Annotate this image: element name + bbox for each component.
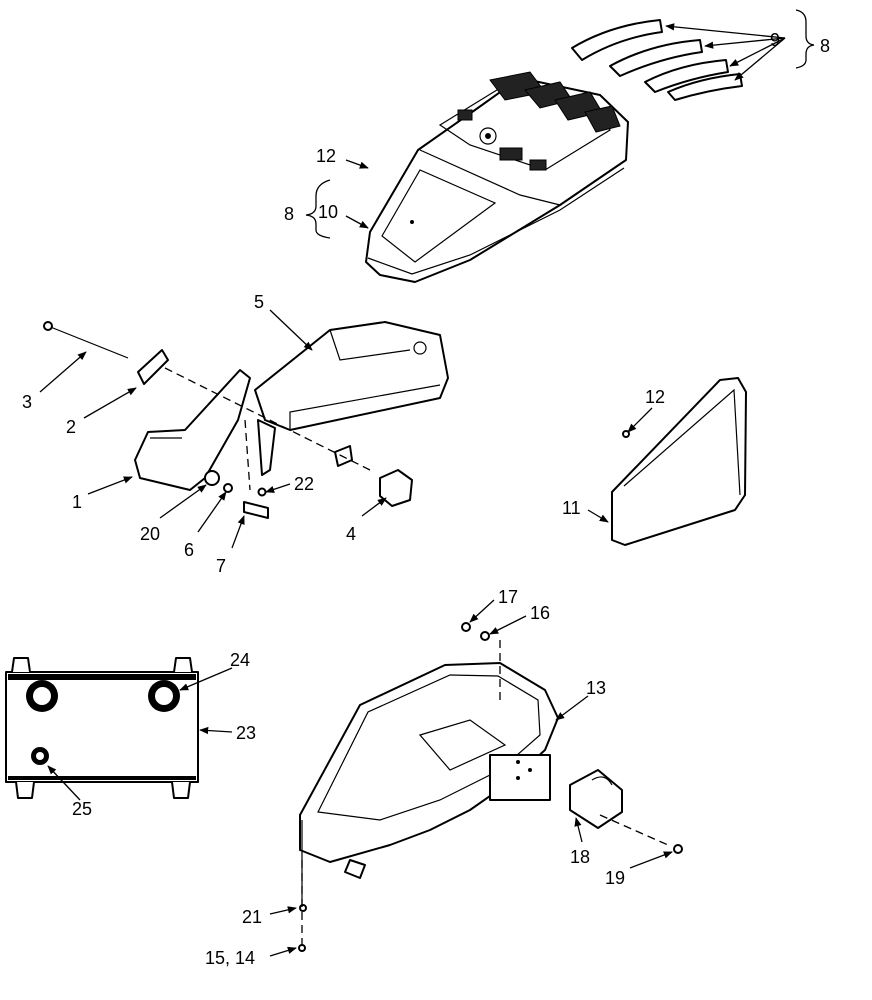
callout-10: 10 [318,202,338,222]
callout-11: 11 [562,498,581,518]
callout-4: 4 [346,524,356,544]
callout-8-left: 8 [284,204,294,224]
callout-12-right: 12 [645,387,665,407]
console-cover-part-10 [365,71,629,283]
knob-part-4 [334,445,413,507]
bracket-part-1 [134,369,251,491]
small-parts-20-6-7-22 [204,470,269,519]
callout-7: 7 [216,556,226,576]
leader-lines [39,23,786,957]
cover-part-11 [611,377,747,546]
callout-2: 2 [66,417,76,437]
callout-1: 1 [72,492,82,512]
callout-labels: 9 8 12 8 10 5 3 2 1 20 6 7 22 4 12 11 17… [22,30,830,968]
rod-part-3 [43,321,129,359]
bracket-part-5 [254,321,449,476]
callout-9: 9 [770,30,780,50]
callout-21: 21 [242,907,262,927]
callout-18: 18 [570,847,590,867]
callout-16: 16 [530,603,550,623]
brace-groups [305,9,815,239]
callout-17: 17 [498,587,518,607]
callout-5: 5 [254,292,264,312]
callout-12-top: 12 [316,146,336,166]
callout-24: 24 [230,650,250,670]
callout-22: 22 [294,474,314,494]
callout-8-top: 8 [820,36,830,56]
callout-3: 3 [22,392,32,412]
pad-part-9 [571,19,743,101]
panel-part-23 [5,657,199,799]
callout-25: 25 [72,799,92,819]
plate-part-2 [137,349,169,385]
tray-part-13 [299,662,559,879]
callout-23: 23 [236,723,256,743]
callout-20: 20 [140,524,160,544]
callout-15-14: 15, 14 [205,948,255,968]
callout-19: 19 [605,868,625,888]
bracket-part-18 [569,769,623,829]
callout-6: 6 [184,540,194,560]
callout-13: 13 [586,678,606,698]
